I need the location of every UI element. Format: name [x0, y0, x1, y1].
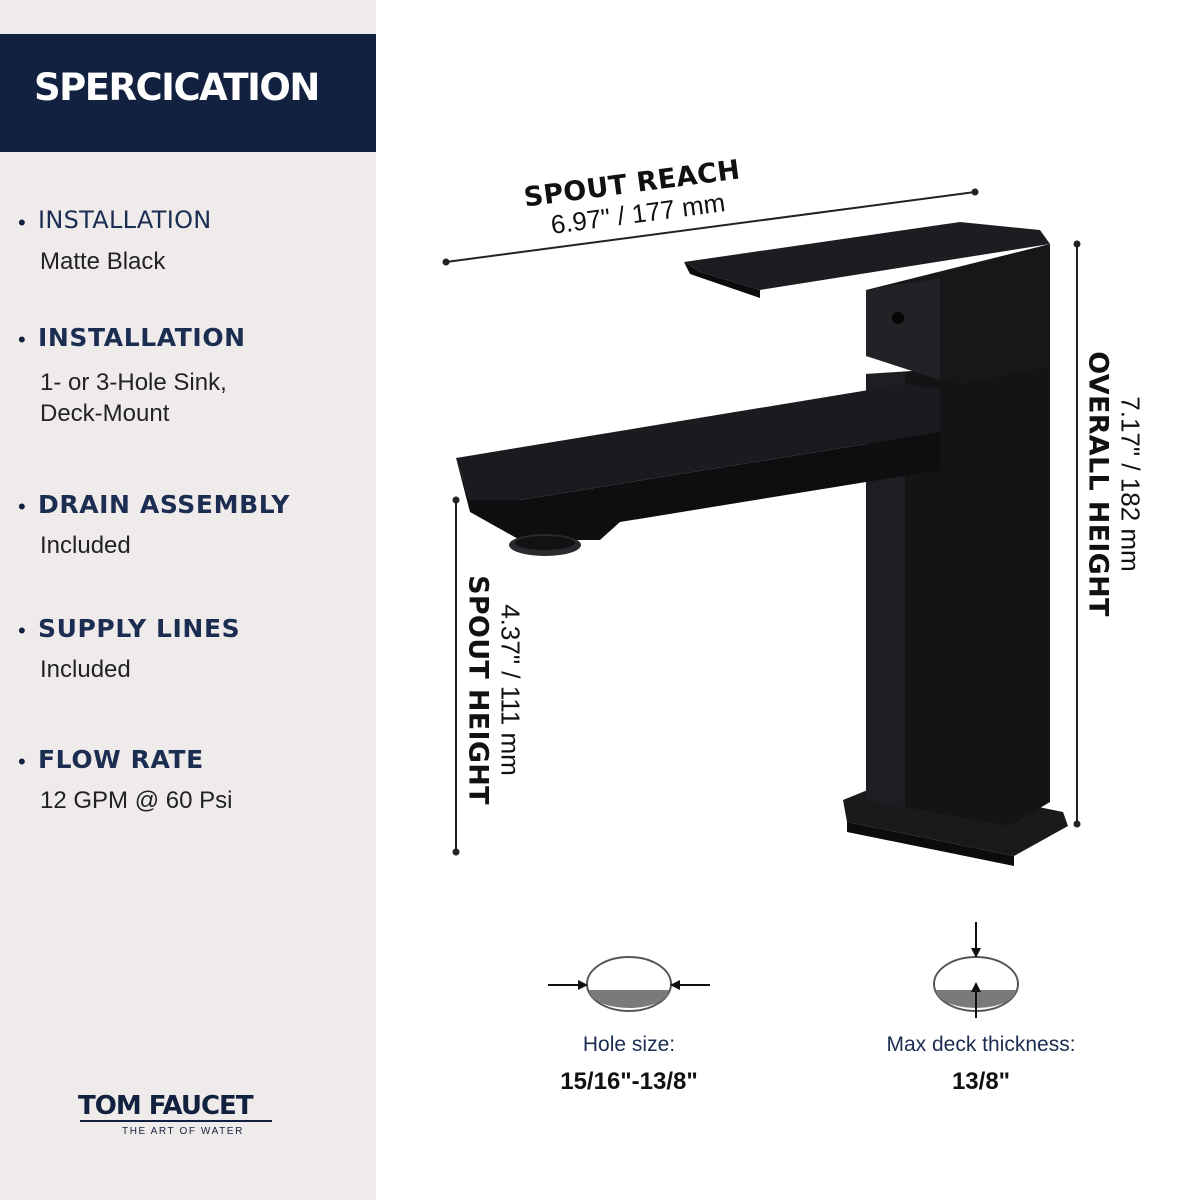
spec-sidebar: [0, 0, 376, 1200]
overall-height-title: OVERALL HEIGHT: [1082, 351, 1114, 617]
bullet-icon: •: [18, 210, 26, 235]
spec-value: Matte Black: [40, 248, 166, 275]
deck-thickness-icon: [933, 922, 1019, 1018]
brand-logo: TOM FAUCET: [78, 1091, 254, 1121]
bullet-icon: •: [18, 494, 26, 519]
spec-value: 12 GPM @ 60 Psi: [40, 787, 233, 814]
spout-height-value: 4.37" / 111 mm: [495, 604, 526, 776]
bullet-icon: •: [18, 618, 26, 643]
spout-reach-line: [442, 188, 979, 266]
spout-height-line: [452, 496, 460, 856]
hole-size-icon: [548, 956, 710, 1012]
bullet-icon: •: [18, 749, 26, 774]
spec-value-line: 1- or 3-Hole Sink,: [40, 369, 227, 396]
spec-label: SUPPLY LINES: [38, 614, 241, 643]
spec-label: INSTALLATION: [38, 206, 212, 234]
faucet-body: [456, 222, 1068, 866]
spec-label: FLOW RATE: [38, 745, 204, 774]
hole-size-label: Hole size:: [582, 1033, 676, 1056]
deck-thickness-value: 13/8": [951, 1068, 1011, 1095]
brand-divider: [80, 1120, 272, 1122]
spout-height-title: SPOUT HEIGHT: [462, 575, 494, 805]
spec-value: 1- or 3-Hole Sink, Deck-Mount: [40, 367, 227, 429]
spec-value: Included: [40, 656, 131, 683]
spec-label: INSTALLATION: [38, 323, 246, 352]
spec-value: Included: [40, 532, 131, 559]
page-title: SPERCICATION: [34, 66, 320, 109]
deck-thickness-label: Max deck thickness:: [886, 1033, 1076, 1056]
overall-height-value: 7.17" / 182 mm: [1115, 396, 1146, 572]
hole-size-value: 15/16"-13/8": [560, 1068, 698, 1095]
spec-value-line: Deck-Mount: [40, 400, 170, 427]
overall-height-line: [1073, 240, 1081, 828]
bullet-icon: •: [18, 327, 26, 352]
brand-tagline: THE ART OF WATER: [122, 1126, 244, 1137]
spec-label: DRAIN ASSEMBLY: [38, 490, 291, 519]
spec-banner: [0, 34, 376, 152]
